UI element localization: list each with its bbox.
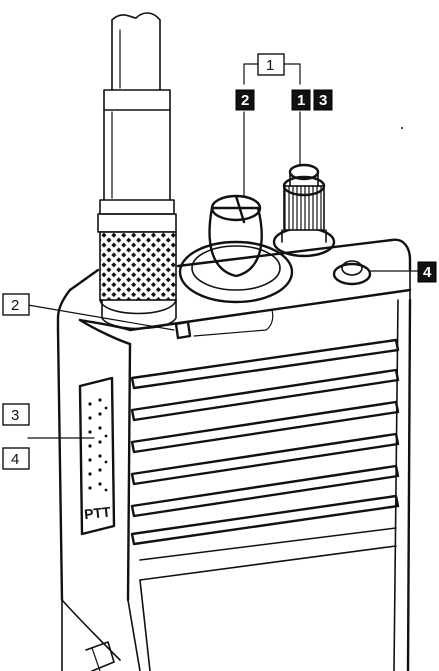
svg-text:2: 2: [241, 92, 249, 109]
indicator-lamp: [174, 320, 192, 340]
leader-lines: [27, 63, 420, 439]
callout-channel-knob-a: 1: [291, 89, 311, 111]
svg-text:1: 1: [266, 57, 274, 74]
radio-body: [56, 238, 412, 671]
svg-text:4: 4: [11, 451, 19, 468]
ptt-button: PTT: [78, 376, 116, 536]
callout-top-bracket: 1: [257, 53, 285, 76]
callout-indicator: 2: [2, 293, 30, 316]
callout-ptt-lower: 4: [2, 447, 30, 470]
volume-knob: [178, 194, 294, 304]
antenna: [97, 12, 177, 330]
svg-text:3: 3: [319, 92, 327, 109]
channel-knob: [272, 163, 336, 258]
svg-text:3: 3: [11, 407, 19, 424]
svg-text:1: 1: [297, 92, 305, 109]
vent-slots: [130, 338, 400, 546]
svg-text:4: 4: [423, 264, 432, 281]
callout-side-button: 4: [417, 261, 437, 283]
stray-dot: [401, 127, 403, 129]
ptt-label: PTT: [83, 503, 111, 522]
callout-volume-knob: 2: [235, 89, 255, 111]
callout-channel-knob-b: 3: [313, 89, 333, 111]
svg-text:2: 2: [11, 297, 19, 314]
callout-ptt-upper: 3: [2, 403, 30, 426]
side-button: [332, 260, 372, 286]
